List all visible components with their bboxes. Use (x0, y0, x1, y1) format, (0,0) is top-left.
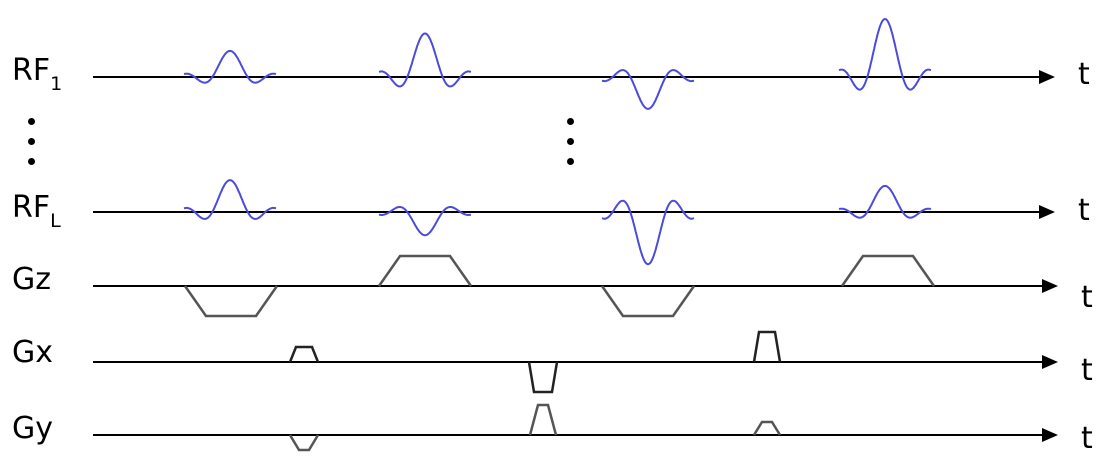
rf1-label-subscript: 1 (50, 73, 63, 95)
rf1-sinc-pulse (183, 49, 277, 84)
gx-gradient-lobe (288, 345, 320, 363)
gz-label: Gz (12, 265, 51, 295)
gz-gradient-lobe (377, 254, 473, 287)
gx-axis-arrowhead (1042, 355, 1058, 369)
gx-label-text: Gx (12, 335, 54, 370)
gy-gradient-lobe (752, 420, 782, 436)
rfl-label-text: RF (12, 190, 51, 225)
rfl-axis-t-label: t (1078, 193, 1090, 228)
gy-axis-arrowhead (1042, 428, 1058, 442)
ellipsis-dot (567, 158, 574, 165)
rf1-sinc-pulse (838, 17, 932, 91)
rfl-sinc-pulse (183, 179, 277, 220)
gx-axis-t-label: t (1081, 353, 1093, 388)
rfl-label: RFL (12, 190, 61, 231)
rf1-sinc-pulse (601, 69, 695, 110)
rf1-sinc-pulse (378, 32, 472, 88)
gy-gradient-lobe (288, 434, 320, 452)
gz-axis-t-label: t (1081, 280, 1093, 315)
rfl-sinc-pulse (838, 184, 932, 219)
gz-gradient-lobe (600, 285, 696, 318)
rf1-label-text: RF (12, 53, 51, 88)
ellipsis-dot (567, 118, 574, 125)
rfl-sinc-pulse (601, 199, 695, 266)
gx-gradient-lobe (752, 330, 782, 363)
gx-gradient-lobe (527, 361, 559, 394)
rf1-axis-arrowhead (1039, 70, 1055, 84)
rfl-axis-arrowhead (1039, 205, 1055, 219)
ellipsis-dot (28, 138, 35, 145)
rf1-axis-t-label: t (1078, 57, 1090, 92)
rfl-label-subscript: L (50, 210, 61, 232)
ellipsis-dot (567, 138, 574, 145)
gy-label-text: Gy (12, 411, 54, 446)
gy-label: Gy (12, 414, 53, 444)
rf1-label: RF1 (12, 53, 62, 94)
gy-axis-t-label: t (1081, 421, 1093, 456)
gx-label: Gx (12, 338, 53, 368)
ellipsis-dot (28, 118, 35, 125)
ellipsis-dot (28, 158, 35, 165)
gz-axis-arrowhead (1042, 279, 1058, 293)
gz-gradient-lobe (183, 285, 279, 318)
gz-label-text: Gz (12, 262, 51, 297)
rfl-sinc-pulse (378, 206, 472, 237)
gz-gradient-lobe (840, 254, 936, 287)
gy-gradient-lobe (528, 403, 558, 436)
